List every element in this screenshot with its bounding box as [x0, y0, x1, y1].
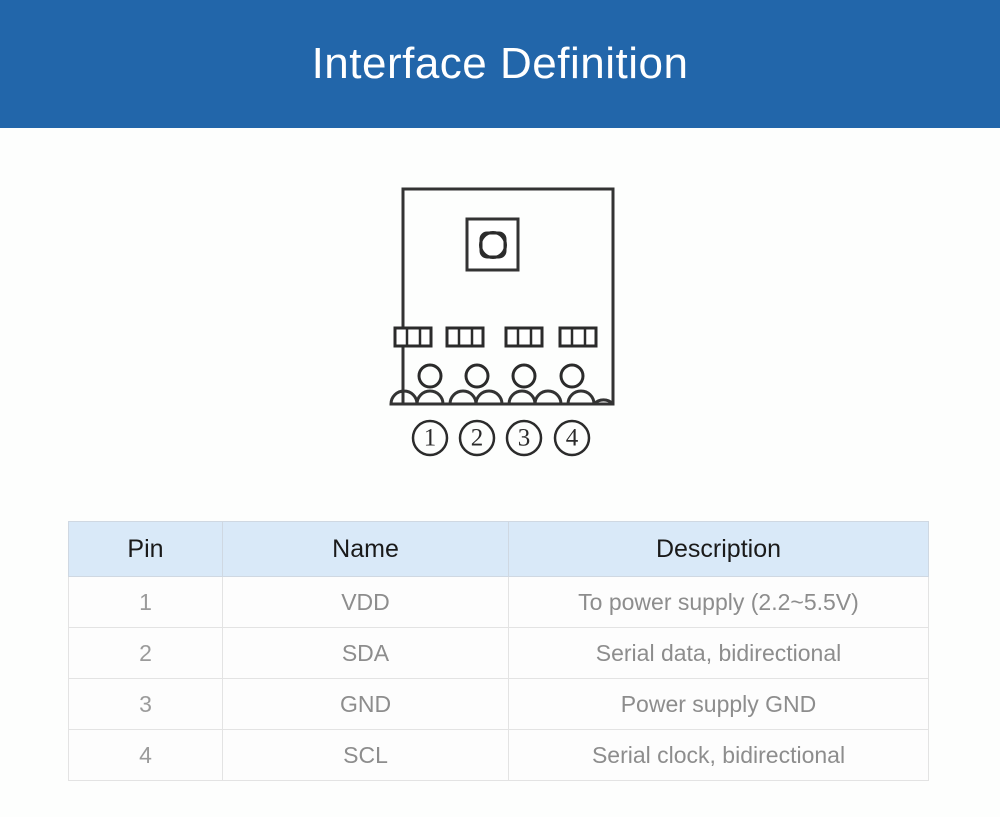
pin-marker-3: 3 [505, 419, 543, 457]
pin-hole-1 [417, 363, 443, 389]
table-row: 4 SCL Serial clock, bidirectional [68, 729, 929, 781]
cell-description: Serial clock, bidirectional [508, 729, 929, 781]
table-row: 1 VDD To power supply (2.2~5.5V) [68, 576, 929, 628]
table-row: 2 SDA Serial data, bidirectional [68, 627, 929, 679]
pin-marker-4: 4 [553, 419, 591, 457]
solder-pad-4 [558, 326, 598, 348]
board-bottom-notches [403, 389, 615, 406]
pin-marker-2: 2 [458, 419, 496, 457]
pin-marker-1-label: 1 [424, 425, 437, 452]
pin-definition-table: Pin Name Description 1 VDD To power supp… [68, 521, 929, 781]
sensor-aperture-circle [479, 231, 507, 259]
cell-pin: 3 [68, 678, 223, 730]
module-board-svg: 1 2 3 4 [389, 187, 615, 457]
cell-name: GND [222, 678, 509, 730]
pin-hole-3 [511, 363, 537, 389]
sensor-package-outer [465, 217, 520, 272]
page-header-band: Interface Definition [0, 0, 1000, 128]
pin-marker-1: 1 [411, 419, 449, 457]
pin-marker-2-label: 2 [471, 425, 484, 452]
cell-description: Serial data, bidirectional [508, 627, 929, 679]
module-pinout-diagram: 1 2 3 4 [380, 176, 630, 516]
cell-name: SDA [222, 627, 509, 679]
pin-hole-2 [464, 363, 490, 389]
pin-marker-4-label: 4 [566, 425, 579, 452]
pin-marker-3-label: 3 [518, 425, 531, 452]
cell-pin: 2 [68, 627, 223, 679]
solder-pad-3 [504, 326, 544, 348]
cell-pin: 4 [68, 729, 223, 781]
table-header-row: Pin Name Description [68, 521, 929, 577]
cell-name: SCL [222, 729, 509, 781]
table-row: 3 GND Power supply GND [68, 678, 929, 730]
column-header-pin: Pin [68, 521, 223, 577]
solder-pad-1 [393, 326, 433, 348]
column-header-description: Description [508, 521, 929, 577]
page-title: Interface Definition [311, 39, 689, 88]
cell-description: Power supply GND [508, 678, 929, 730]
cell-description: To power supply (2.2~5.5V) [508, 576, 929, 628]
column-header-name: Name [222, 521, 509, 577]
page-body: 1 2 3 4 Pin Name Description [0, 128, 1000, 817]
cell-pin: 1 [68, 576, 223, 628]
solder-pad-2 [445, 326, 485, 348]
cell-name: VDD [222, 576, 509, 628]
pin-hole-4 [559, 363, 585, 389]
